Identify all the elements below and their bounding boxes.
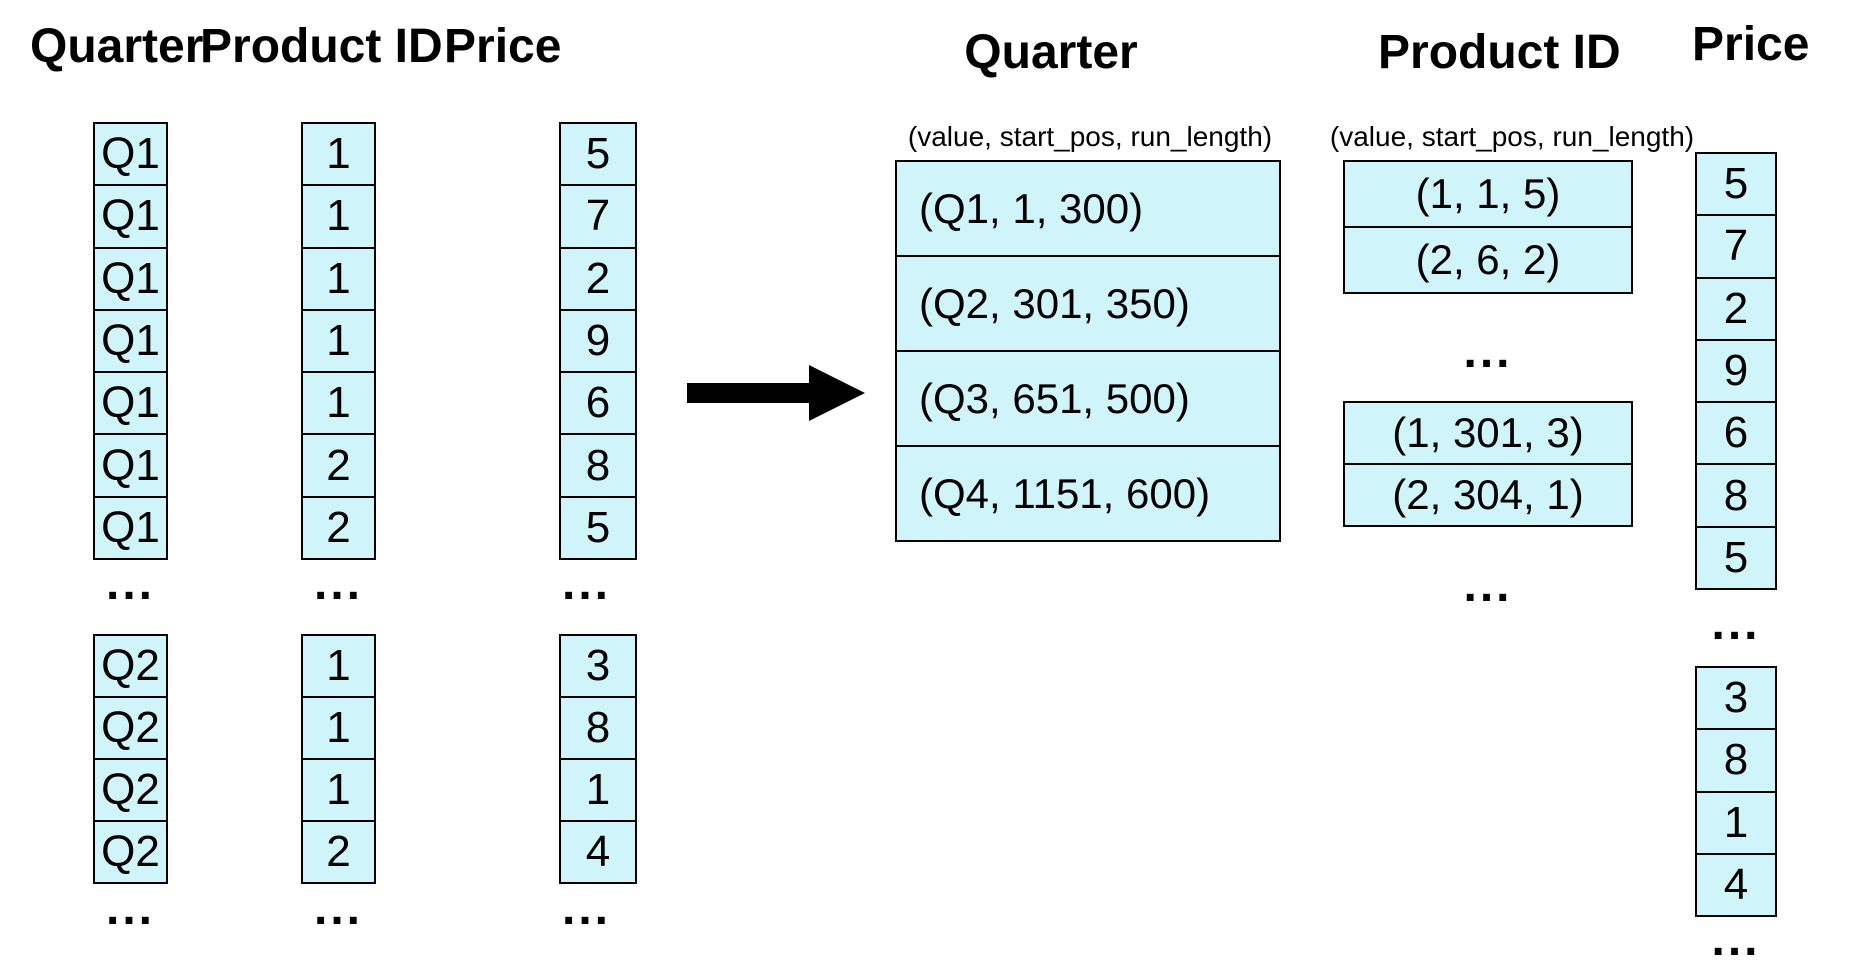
table-cell: Q1 [93, 433, 168, 498]
table-cell: Q2 [93, 634, 168, 698]
rle-run-cell: (Q2, 301, 350) [895, 255, 1281, 352]
ellipsis: ... [313, 882, 363, 935]
left-price-column-block2: 3 8 1 4 [559, 634, 637, 884]
ellipsis: ... [313, 557, 363, 610]
left-price-header: Price [444, 20, 562, 73]
table-cell: 1 [559, 758, 637, 822]
table-cell: 8 [1695, 463, 1777, 528]
ellipsis: ... [561, 557, 611, 610]
table-cell: 8 [559, 433, 637, 498]
table-cell: 8 [1695, 728, 1777, 793]
table-cell: 8 [559, 696, 637, 760]
table-cell: 2 [559, 246, 637, 311]
table-cell: 2 [1695, 276, 1777, 341]
table-cell: 2 [301, 495, 376, 561]
table-cell: 9 [1695, 338, 1777, 404]
table-cell: 3 [1695, 666, 1777, 731]
left-product-id-header: Product ID [200, 20, 443, 73]
table-cell: 1 [301, 246, 376, 311]
left-quarter-column-block2: Q2 Q2 Q2 Q2 [93, 634, 168, 884]
table-cell: 1 [301, 371, 376, 436]
table-cell: Q1 [93, 495, 168, 561]
rle-run-cell: (2, 304, 1) [1343, 463, 1633, 527]
table-cell: Q2 [93, 820, 168, 884]
rle-run-cell: (Q1, 1, 300) [895, 160, 1281, 257]
product-id-tuple-legend: (value, start_pos, run_length) [1329, 121, 1695, 152]
table-cell: 1 [301, 184, 376, 249]
table-cell: 5 [559, 495, 637, 561]
ellipsis: ... [561, 882, 611, 935]
left-product-id-column-block1: 1 1 1 1 1 2 2 [301, 122, 376, 561]
table-cell: 5 [1695, 152, 1777, 217]
left-product-id-column-block2: 1 1 1 2 [301, 634, 376, 884]
table-cell: 7 [559, 184, 637, 249]
left-quarter-header: Quarter [30, 20, 204, 73]
quarter-rle-box: (Q1, 1, 300) (Q2, 301, 350) (Q3, 651, 50… [895, 160, 1281, 542]
table-cell: 4 [559, 820, 637, 884]
table-cell: 9 [559, 308, 637, 374]
table-cell: Q1 [93, 308, 168, 374]
table-cell: 1 [301, 696, 376, 760]
right-quarter-header: Quarter [964, 26, 1138, 79]
table-cell: Q2 [93, 758, 168, 822]
rle-run-cell: (Q4, 1151, 600) [895, 445, 1281, 542]
ellipsis: ... [1463, 559, 1513, 612]
table-cell: 1 [301, 758, 376, 822]
arrow-shaft [687, 383, 815, 403]
arrow-head [809, 365, 865, 421]
rle-run-cell: (Q3, 651, 500) [895, 350, 1281, 447]
product-id-rle-box2: (1, 301, 3) (2, 304, 1) [1343, 401, 1633, 527]
ellipsis: ... [1711, 913, 1761, 966]
table-cell: Q1 [93, 371, 168, 436]
right-price-column-block2: 3 8 1 4 [1695, 666, 1777, 917]
table-cell: 3 [559, 634, 637, 698]
right-price-header: Price [1692, 18, 1810, 71]
table-cell: 1 [1695, 790, 1777, 855]
table-cell: 1 [301, 308, 376, 374]
left-quarter-column-block1: Q1 Q1 Q1 Q1 Q1 Q1 Q1 [93, 122, 168, 561]
table-cell: 4 [1695, 852, 1777, 917]
quarter-tuple-legend: (value, start_pos, run_length) [907, 121, 1273, 152]
table-cell: Q1 [93, 246, 168, 311]
table-cell: 5 [1695, 525, 1777, 591]
table-cell: 1 [301, 122, 376, 187]
ellipsis: ... [1711, 597, 1761, 650]
table-cell: 1 [301, 634, 376, 698]
left-price-column-block1: 5 7 2 9 6 8 5 [559, 122, 637, 561]
rle-run-cell: (1, 301, 3) [1343, 401, 1633, 465]
table-cell: 7 [1695, 214, 1777, 279]
ellipsis: ... [1463, 325, 1513, 378]
right-product-id-header: Product ID [1378, 26, 1621, 79]
table-cell: 2 [301, 433, 376, 498]
product-id-rle-box1: (1, 1, 5) (2, 6, 2) [1343, 160, 1633, 294]
rle-run-cell: (2, 6, 2) [1343, 226, 1633, 294]
ellipsis: ... [105, 557, 155, 610]
table-cell: Q2 [93, 696, 168, 760]
table-cell: 6 [1695, 401, 1777, 466]
rle-run-cell: (1, 1, 5) [1343, 160, 1633, 228]
ellipsis: ... [105, 882, 155, 935]
table-cell: Q1 [93, 122, 168, 187]
table-cell: 6 [559, 371, 637, 436]
table-cell: 2 [301, 820, 376, 884]
right-price-column-block1: 5 7 2 9 6 8 5 [1695, 152, 1777, 591]
table-cell: Q1 [93, 184, 168, 249]
table-cell: 5 [559, 122, 637, 187]
